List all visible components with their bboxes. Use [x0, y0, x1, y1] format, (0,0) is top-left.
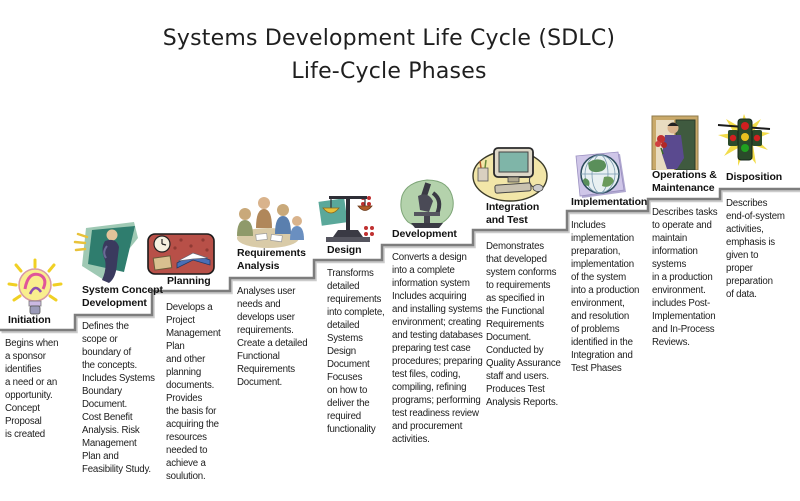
phase-heading-implementation: Implementation	[571, 196, 648, 208]
microscope-icon	[398, 178, 456, 232]
phase-heading-operations-maintenance: Operations & Maintenance	[652, 169, 717, 194]
diagram-title-line2: Life-Cycle Phases	[291, 59, 487, 84]
traffic-light-icon	[716, 112, 772, 170]
phase-desc-initiation: Begins when a sponsor identifies a need …	[5, 338, 59, 440]
phase-desc-development: Converts a design into a complete inform…	[392, 252, 483, 445]
phase-heading-development: Development	[392, 228, 457, 240]
phase-desc-implementation: Includes implementation preparation, imp…	[571, 220, 640, 374]
doorman-icon	[646, 114, 704, 170]
balance-scale-icon	[318, 188, 378, 244]
computer-icon	[470, 143, 548, 203]
phase-desc-integration-and-test: Demonstrates that developed system confo…	[486, 241, 561, 408]
phase-desc-requirements-analysis: Analyses user needs and develops user re…	[237, 286, 308, 388]
diagram-title-line1: Systems Development Life Cycle (SDLC)	[162, 26, 616, 51]
phase-desc-planning: Develops a Project Management Plan and o…	[166, 302, 221, 482]
book-clock-icon	[147, 232, 215, 276]
phase-desc-design: Transforms detailed requirements into co…	[327, 268, 385, 435]
phase-heading-system-concept-development: System Concept Development	[82, 284, 163, 309]
phase-desc-disposition: Describes end-of-system activities, emph…	[726, 198, 785, 300]
phase-desc-operations-maintenance: Describes tasks to operate and maintain …	[652, 207, 718, 348]
phase-heading-integration-and-test: Integration and Test	[486, 201, 540, 226]
phase-heading-planning: Planning	[167, 275, 211, 287]
phase-heading-requirements-analysis: Requirements Analysis	[237, 247, 306, 272]
phase-heading-initiation: Initiation	[8, 314, 51, 326]
phase-heading-disposition: Disposition	[726, 171, 783, 183]
diagram-title: Systems Development Life Cycle (SDLC) Li…	[0, 22, 778, 88]
team-meeting-icon	[231, 192, 305, 250]
phase-desc-system-concept-development: Defines the scope or boundary of the con…	[82, 321, 155, 475]
lightbulb-icon	[4, 258, 66, 318]
thinking-person-icon	[72, 222, 144, 284]
phase-heading-design: Design	[327, 244, 362, 256]
globe-icon	[568, 150, 630, 200]
